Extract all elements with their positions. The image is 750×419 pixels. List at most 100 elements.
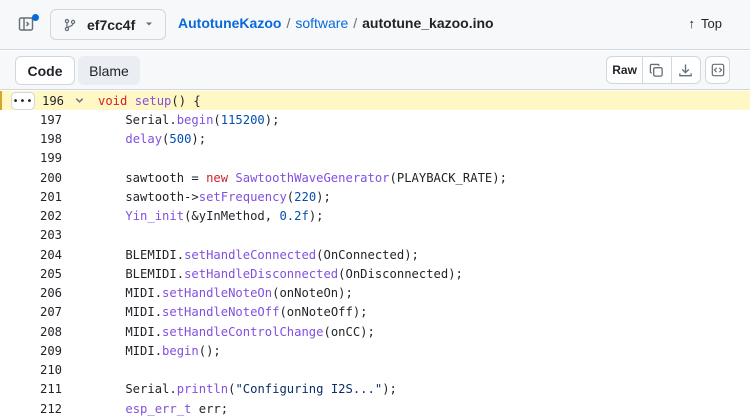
code-text: Yin_init(&yInMethod, 0.2f); [96, 209, 323, 224]
code-token: setHandleControlChange [162, 324, 324, 339]
code-line: 209 MIDI.begin(); [0, 341, 750, 360]
notification-dot [32, 14, 39, 21]
code-token: (); [198, 343, 221, 358]
code-token: setHandleConnected [184, 247, 317, 262]
breadcrumb-separator: / [286, 15, 291, 31]
code-text: BLEMIDI.setHandleConnected(OnConnected); [96, 248, 419, 262]
code-token: 220 [294, 189, 317, 204]
code-token [96, 209, 125, 223]
code-line: 210 [0, 361, 750, 380]
download-button[interactable] [672, 57, 700, 83]
code-text: BLEMIDI.setHandleDisconnected(OnDisconne… [96, 267, 463, 281]
code-token: BLEMIDI. [96, 247, 185, 262]
code-token: () { [171, 93, 201, 108]
code-token: 115200 [220, 112, 265, 127]
tab-blame[interactable]: Blame [78, 56, 140, 85]
line-number[interactable]: 205 [40, 266, 63, 281]
code-token [96, 132, 125, 146]
code-text: sawtooth->setFrequency(220); [96, 190, 331, 204]
raw-button[interactable]: Raw [607, 57, 644, 83]
code-token: ( [213, 112, 221, 127]
code-token: ); [316, 189, 331, 204]
code-text: sawtooth = new SawtoothWaveGenerator(PLA… [96, 171, 507, 185]
line-number[interactable]: 200 [40, 170, 63, 185]
line-number[interactable]: 198 [40, 132, 63, 147]
side-panel-toggle-button[interactable] [14, 12, 38, 36]
code-token: MIDI. [96, 343, 163, 358]
code-text: MIDI.begin(); [96, 343, 221, 358]
code-token: ( [228, 382, 236, 397]
code-line: 198 delay(500); [0, 130, 750, 149]
code-text: esp_err_t err; [96, 402, 228, 416]
code-token: ( [286, 189, 295, 204]
code-token: begin [162, 343, 199, 358]
code-token: (&yInMethod, [184, 209, 280, 224]
file-actions-group: Raw [606, 56, 701, 84]
breadcrumb-directory-link[interactable]: software [295, 15, 349, 31]
line-number[interactable]: 212 [40, 401, 63, 416]
tab-code[interactable]: Code [15, 56, 75, 85]
code-token: setHandleNoteOff [162, 305, 280, 320]
line-number[interactable]: 204 [40, 247, 63, 262]
code-token [96, 402, 125, 416]
branch-selector-button[interactable]: ef7cc4f [50, 9, 166, 40]
code-token: 0.2f [279, 209, 309, 224]
line-number[interactable]: 203 [40, 228, 63, 243]
code-token: (OnDisconnected); [338, 266, 463, 281]
code-token: sawtooth = [96, 170, 207, 185]
download-icon [679, 63, 693, 76]
fold-chevron-icon[interactable] [74, 95, 85, 106]
line-number[interactable]: 207 [40, 305, 63, 320]
code-token: (OnConnected); [316, 247, 419, 262]
line-number[interactable]: 209 [40, 343, 63, 358]
code-line: 201 sawtooth->setFrequency(220); [0, 187, 750, 206]
code-token: BLEMIDI. [96, 266, 185, 281]
line-number[interactable]: 202 [40, 209, 63, 224]
line-number[interactable]: 210 [40, 363, 63, 378]
code-token: println [176, 382, 229, 397]
line-number[interactable]: 206 [40, 286, 63, 301]
code-token: new [206, 170, 229, 185]
code-text: Serial.println("Configuring I2S..."); [96, 382, 397, 396]
symbols-panel-button[interactable] [705, 56, 730, 84]
code-token: setup [134, 93, 172, 108]
code-token: begin [176, 112, 214, 127]
code-line: 197 Serial.begin(115200); [0, 110, 750, 129]
line-options-button[interactable]: ••• [11, 92, 35, 110]
top-label: Top [701, 16, 722, 31]
line-number[interactable]: 208 [40, 324, 63, 339]
line-number[interactable]: 197 [40, 112, 63, 127]
breadcrumb-separator: / [353, 15, 358, 31]
copy-raw-button[interactable] [643, 57, 672, 83]
code-token: (onNoteOn); [272, 286, 353, 301]
branch-name: ef7cc4f [87, 16, 136, 33]
code-text: MIDI.setHandleControlChange(onCC); [96, 325, 375, 339]
line-number[interactable]: 201 [40, 189, 63, 204]
code-token: ); [191, 132, 207, 147]
code-token: MIDI. [96, 286, 163, 301]
breadcrumb: AutotuneKazoo / software / autotune_kazo… [178, 15, 494, 31]
code-token: setFrequency [198, 189, 287, 204]
code-line: 203 [0, 226, 750, 245]
code-token: SawtoothWaveGenerator [235, 170, 390, 185]
breadcrumb-repo-link[interactable]: AutotuneKazoo [178, 15, 282, 31]
top-button[interactable]: ↑ Top [689, 16, 722, 31]
code-line: 211 Serial.println("Configuring I2S...")… [0, 380, 750, 399]
line-number[interactable]: 211 [40, 382, 63, 397]
code-token: Serial. [96, 382, 177, 397]
code-token: MIDI. [96, 305, 163, 320]
breadcrumb-file-name: autotune_kazoo.ino [362, 15, 494, 31]
code-text: Serial.begin(115200); [96, 113, 279, 127]
code-token: (onCC); [323, 324, 375, 339]
caret-down-icon [146, 22, 152, 26]
code-token: (PLAYBACK_RATE); [389, 170, 507, 185]
code-line: 206 MIDI.setHandleNoteOn(onNoteOn); [0, 284, 750, 303]
code-token [127, 94, 134, 108]
code-token: err; [191, 401, 229, 416]
code-token: "Configuring I2S..." [235, 382, 383, 397]
code-line: 207 MIDI.setHandleNoteOff(onNoteOff); [0, 303, 750, 322]
code-line: 205 BLEMIDI.setHandleDisconnected(OnDisc… [0, 264, 750, 283]
line-number[interactable]: 199 [40, 151, 63, 166]
line-number[interactable]: 196 [42, 93, 65, 108]
